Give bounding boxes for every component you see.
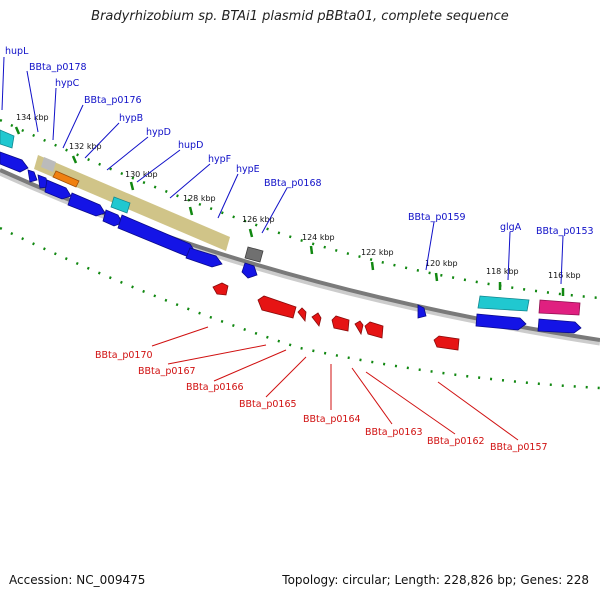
gene-label: BBta_p0162: [427, 436, 485, 447]
gene-label: glgA: [500, 222, 522, 233]
gene-label: BBta_p0157: [490, 442, 548, 453]
cyan-gene: [0, 129, 15, 149]
gene-label: hypC: [55, 78, 80, 89]
gene-arrow: [354, 320, 364, 336]
backbone-shadow: [0, 168, 600, 346]
gene-label: BBta_p0167: [138, 366, 196, 377]
gene-arrow: [331, 315, 350, 332]
gene-label: BBta_p0153: [536, 226, 594, 237]
gene-label: BBta_p0178: [29, 62, 87, 73]
tick-label: 124 kbp: [302, 233, 335, 242]
cyan-gene: [477, 295, 530, 312]
gene-label: hypF: [208, 154, 231, 165]
grey-gene: [244, 246, 264, 263]
accession-text: Accession: NC_009475: [9, 573, 146, 587]
magenta-gene: [538, 299, 581, 316]
gene-arrow: [27, 169, 38, 183]
gene-label: BBta_p0165: [239, 399, 297, 410]
tick-label: 132 kbp: [69, 142, 102, 151]
forward-genes: [0, 151, 582, 334]
tick-marks: [14, 126, 565, 296]
gene-label: BBta_p0159: [408, 212, 466, 223]
gene-label: hupL: [5, 46, 29, 57]
tick-label: 120 kbp: [425, 259, 458, 268]
gene-arrow: [297, 307, 307, 323]
tick-label: 128 kbp: [183, 194, 216, 203]
gene-label: hypB: [119, 113, 143, 124]
gene-label: BBta_p0163: [365, 427, 423, 438]
gene-arrow: [67, 192, 106, 217]
bottom-leaders: [151, 326, 519, 441]
tick-label: 134 kbp: [16, 113, 49, 122]
reverse-genes: [212, 282, 460, 351]
gene-arrow: [102, 209, 123, 227]
gene-label: BBta_p0166: [186, 382, 244, 393]
gene-arrow: [537, 318, 582, 334]
gene-arrow: [0, 151, 29, 173]
grey-gene: [41, 157, 56, 172]
gene-label: hypE: [236, 164, 260, 175]
gene-arrow: [475, 313, 527, 331]
gene-arrow: [241, 262, 258, 279]
gene-label: hypD: [146, 127, 171, 138]
gene-arrow: [212, 282, 229, 296]
tick-label: 116 kbp: [548, 271, 581, 280]
tick-label: 122 kbp: [361, 248, 394, 257]
tick-label: 118 kbp: [486, 267, 519, 276]
tick-label: 126 kbp: [242, 215, 275, 224]
operon-band: [34, 155, 230, 251]
gene-arrow: [185, 247, 223, 268]
gene-label: BBta_p0168: [264, 178, 322, 189]
gene-label: BBta_p0176: [84, 95, 142, 106]
gene-arrow: [257, 295, 297, 319]
top-leaders: [1, 56, 564, 285]
gene-arrow: [364, 321, 384, 339]
gene-label: BBta_p0164: [303, 414, 361, 425]
orange-gene: [52, 170, 80, 188]
gene-arrow: [44, 179, 72, 200]
gene-label: hupD: [178, 140, 203, 151]
page-title: Bradyrhizobium sp. BTAi1 plasmid pBBta01…: [91, 9, 509, 24]
gene-arrow: [433, 335, 460, 351]
gene-arrow: [417, 304, 427, 319]
gene-arrow: [311, 312, 322, 327]
tick-label: 130 kbp: [125, 170, 158, 179]
gene-label: BBta_p0170: [95, 350, 153, 361]
topology-summary: Topology: circular; Length: 228,826 bp; …: [282, 573, 589, 587]
cyan-gene: [110, 196, 131, 214]
